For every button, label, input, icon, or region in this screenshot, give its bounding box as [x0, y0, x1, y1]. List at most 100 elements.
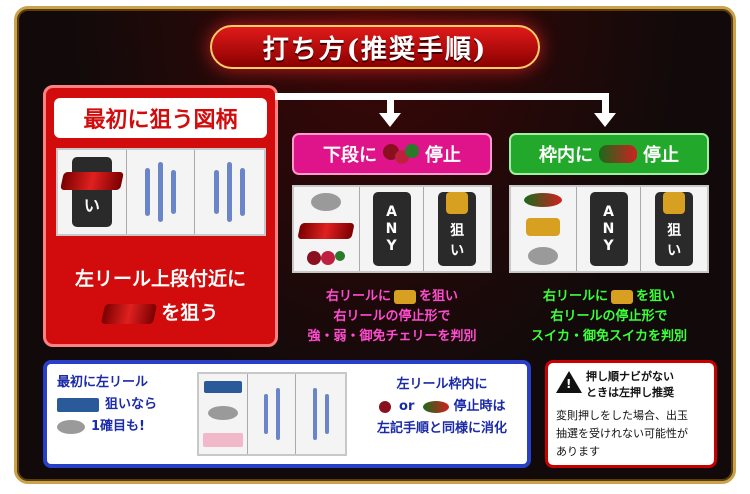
aim-tag: 狙 い	[71, 157, 112, 227]
desc-text: スイカ・御免スイカを判別	[530, 329, 687, 344]
warning-box: ! 押し順ナビがない ときは左押し推奨 変則押しをした場合、出玉 抽選を受けれな…	[545, 360, 717, 468]
warning-icon	[556, 371, 582, 393]
any-char: Y	[603, 237, 614, 254]
bar-symbol-icon	[394, 289, 416, 304]
title-band: 打ち方(推奨手順)	[17, 19, 733, 75]
aim-tag-char: 狙	[667, 223, 682, 239]
spin-blur-icon	[141, 162, 180, 222]
tip-line: 1確目も!	[91, 419, 145, 434]
frame-stop-heading: 枠内に 停止	[509, 133, 709, 175]
flow-arrow-line	[275, 93, 607, 100]
watermelon-icon	[422, 400, 449, 413]
tip-line: 狙いなら	[105, 397, 158, 412]
cherry-bar-icon	[100, 304, 157, 324]
lower-stop-desc: 右リールに を狙い 右リールの停止形で 強・弱・御免チェリーを判別	[281, 287, 503, 347]
cherry-icon	[378, 400, 391, 413]
frame-stop-desc: 右リールに を狙い 右リールの停止形で スイカ・御免スイカを判別	[498, 287, 720, 347]
watermelon-icon	[599, 145, 637, 163]
first-target-box: 最初に狙う図柄 狙 い 左リール上段付近に	[43, 85, 278, 347]
down-arrow-icon	[379, 113, 401, 127]
desc-text: を狙い	[636, 289, 676, 304]
gray-symbol-icon	[528, 247, 559, 266]
right-reel: 狙 い	[641, 187, 707, 271]
first-target-heading: 最初に狙う図柄	[83, 107, 238, 133]
pink-bar-icon	[202, 433, 243, 448]
center-reel-blur	[247, 374, 297, 454]
first-target-desc-2-row: を狙う	[46, 298, 275, 325]
lower-stop-heading-pre: 下段に	[323, 145, 377, 166]
any-char: N	[385, 220, 398, 237]
desc-text: 強・弱・御免チェリーを判別	[307, 329, 477, 344]
instruction-panel: 打ち方(推奨手順) 最初に狙う図柄 狙 い	[14, 6, 736, 484]
down-arrow-icon	[594, 113, 616, 127]
aim-tag: 狙 い	[655, 192, 694, 266]
tip-right-text: 左リール枠内に or 停止時は 左記手順と同様に消化	[357, 374, 527, 440]
any-char: N	[602, 220, 615, 237]
aim-tag-char: 狙	[450, 223, 465, 239]
spin-blur-icon	[260, 388, 284, 440]
gray-symbol-icon	[57, 419, 85, 434]
desc-text: 右リールに	[325, 289, 391, 304]
tip-box: 最初に左リール 狙いなら 1確目も! 左リール枠内に or 停止時は	[43, 360, 531, 468]
tip-line: 左リール枠内に	[396, 377, 488, 392]
tip-or: or	[399, 399, 415, 414]
warning-body: 変則押しをした場合、出玉 抽選を受けれない可能性が あります	[556, 407, 688, 461]
spin-blur-icon	[210, 162, 249, 222]
gray-symbol-icon	[311, 193, 342, 211]
first-target-desc-2: を狙う	[161, 302, 219, 324]
blue-bar-icon	[57, 397, 99, 412]
first-target-desc-1: 左リール上段付近に	[74, 268, 246, 290]
lower-stop-reels: A N Y 狙 い	[292, 185, 492, 273]
tip-line: 左記手順と同様に消化	[376, 421, 507, 436]
warning-line: 変則押しをした場合、出玉	[556, 409, 688, 422]
desc-text: を狙い	[419, 289, 459, 304]
any-char: Y	[386, 237, 397, 254]
watermelon-icon	[524, 192, 563, 207]
center-reel-blur	[126, 150, 196, 234]
blue-bar-icon	[203, 380, 242, 393]
frame-stop-heading-pre: 枠内に	[539, 145, 593, 166]
bar-symbol-icon	[611, 289, 633, 304]
cherry-bar-icon	[60, 172, 124, 190]
cherry-bar-icon	[297, 223, 356, 239]
tip-left-text: 最初に左リール 狙いなら 1確目も!	[57, 372, 187, 438]
spin-blur-icon	[309, 388, 333, 440]
tip-line: 停止時は	[453, 399, 506, 414]
aim-tag: 狙 い	[438, 192, 477, 266]
right-reel-blur	[195, 150, 264, 234]
warning-head: 押し順ナビがない ときは左押し推奨	[586, 369, 674, 401]
left-reel: 狙 い	[58, 150, 127, 234]
right-reel-blur	[296, 374, 345, 454]
any-tag: A N Y	[589, 192, 628, 266]
bar-symbol-icon	[446, 192, 469, 214]
tip-reels	[197, 372, 347, 456]
tip-line: 最初に左リール	[57, 375, 149, 390]
first-target-heading-plate: 最初に狙う図柄	[54, 98, 267, 138]
warning-line: ときは左押し推奨	[586, 386, 674, 399]
any-char: A	[386, 203, 397, 220]
any-char: A	[603, 203, 614, 220]
frame-stop-reels: A N Y 狙 い	[509, 185, 709, 273]
right-reel: 狙 い	[424, 187, 490, 271]
left-reel	[199, 374, 248, 454]
warning-icon-mark: !	[566, 377, 572, 391]
warning-line: あります	[556, 445, 600, 458]
warning-line: 抽選を受けれない可能性が	[556, 427, 688, 440]
frame-stop-heading-post: 停止	[643, 145, 679, 166]
desc-text: 右リールに	[542, 289, 608, 304]
desc-text: 右リールの停止形で	[550, 309, 668, 324]
gray-symbol-icon	[207, 405, 238, 420]
aim-tag-char: い	[83, 196, 100, 215]
bar-symbol-icon	[663, 192, 686, 214]
page-title: 打ち方(推奨手順)	[262, 34, 488, 65]
center-reel: A N Y	[576, 187, 642, 271]
left-reel	[294, 187, 360, 271]
first-target-reels: 狙 い	[56, 148, 266, 236]
warning-line: 押し順ナビがない	[586, 370, 674, 383]
left-reel	[511, 187, 577, 271]
flow-arrow-line	[387, 93, 394, 115]
any-tag: A N Y	[372, 192, 411, 266]
desc-text: 右リールの停止形で	[333, 309, 451, 324]
bar-symbol-icon	[526, 217, 561, 236]
aim-tag-char: い	[667, 243, 682, 259]
